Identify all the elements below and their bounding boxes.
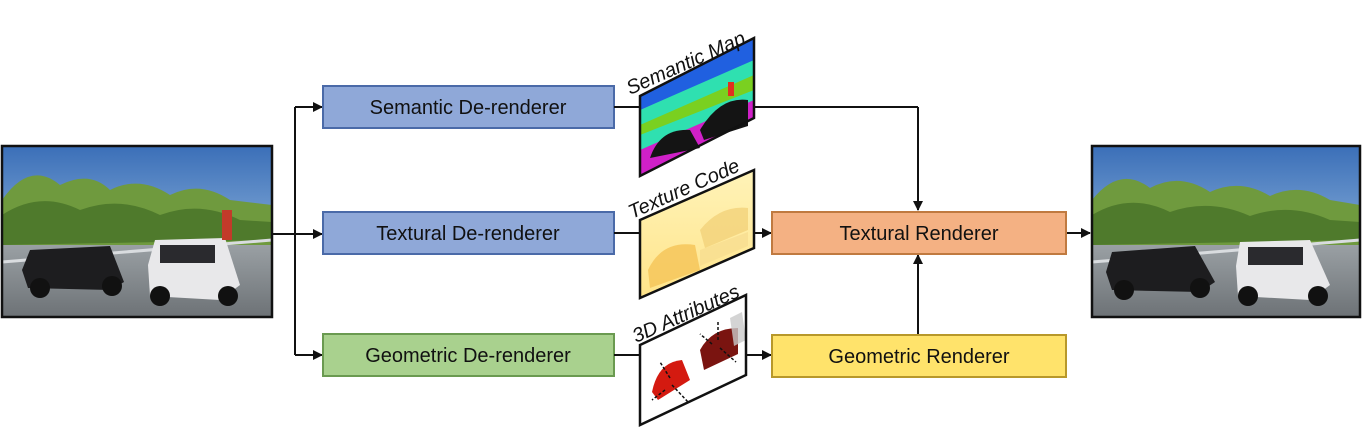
- textural-derenderer-label: Textural De-renderer: [376, 223, 560, 245]
- semantic-derenderer-box: Semantic De-renderer: [322, 85, 615, 129]
- mid-connectors: [614, 106, 640, 356]
- semantic-derenderer-label: Semantic De-renderer: [370, 97, 567, 119]
- textural-renderer-label: Textural Renderer: [840, 223, 999, 245]
- output-image: [1090, 144, 1362, 319]
- textural-derenderer-box: Textural De-renderer: [322, 211, 615, 255]
- geometric-renderer-label: Geometric Renderer: [828, 346, 1010, 368]
- input-image: [0, 144, 274, 319]
- texture-code-panel: Texture Code: [625, 155, 756, 300]
- textural-renderer-box: Textural Renderer: [771, 211, 1067, 255]
- renderer-connectors: [746, 106, 1091, 360]
- semantic-map-panel: Semantic Map: [623, 27, 756, 179]
- geometric-derenderer-box: Geometric De-renderer: [322, 333, 615, 377]
- geometric-renderer-box: Geometric Renderer: [771, 334, 1067, 378]
- input-connectors: [272, 102, 323, 360]
- geometric-derenderer-label: Geometric De-renderer: [365, 345, 571, 367]
- attributes-3d-panel: 3D Attributes: [629, 281, 748, 427]
